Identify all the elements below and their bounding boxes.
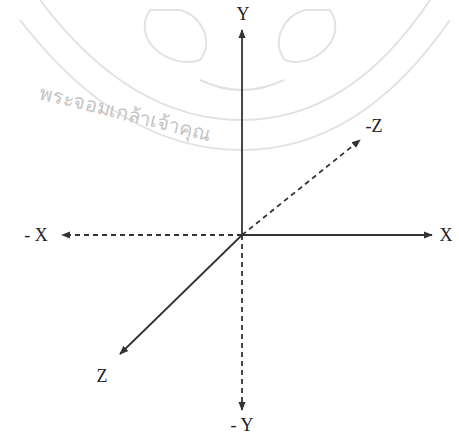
neg-z-axis: [242, 140, 360, 235]
axis-label: - Y: [231, 416, 254, 434]
axis-label: Z: [97, 367, 108, 385]
axis-label: Y: [237, 5, 250, 23]
axis-label: X: [440, 226, 453, 244]
z-axis: [120, 235, 242, 354]
x-axis: [242, 234, 432, 236]
seal-arc: [20, 20, 450, 150]
seal-ornament: [145, 10, 206, 62]
axis-label: -Z: [366, 117, 383, 135]
seal-watermark: [20, 0, 450, 150]
seal-ornament: [279, 10, 336, 62]
neg-y-axis: [241, 235, 243, 410]
neg-x-axis: [62, 234, 242, 236]
axis-label: - X: [24, 226, 48, 244]
y-axis: [241, 30, 243, 235]
